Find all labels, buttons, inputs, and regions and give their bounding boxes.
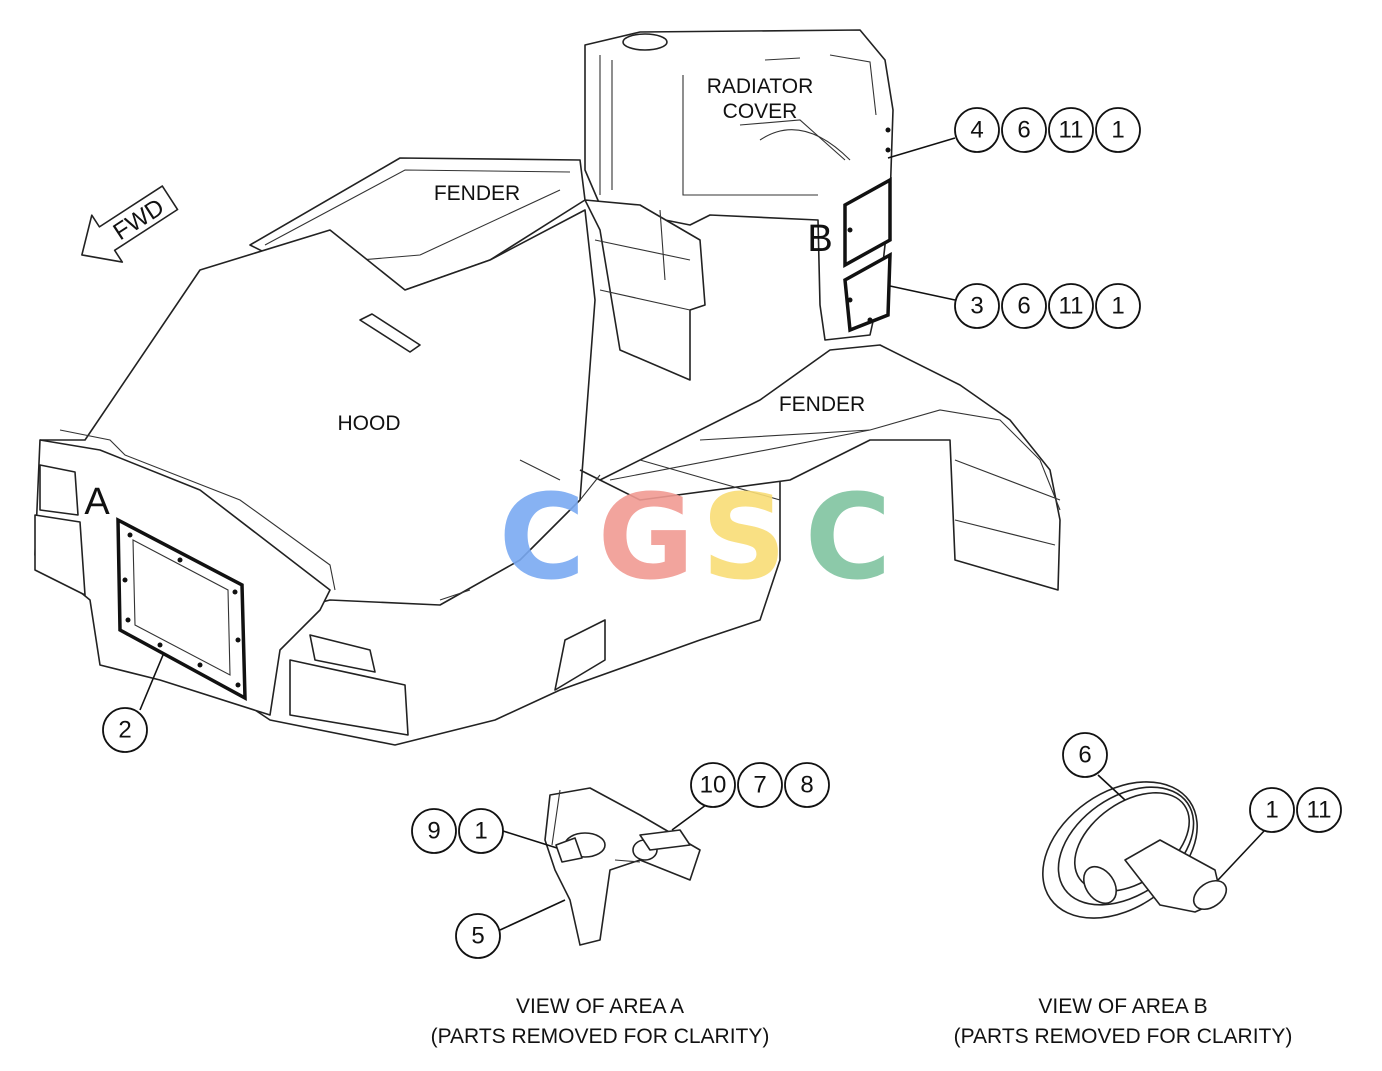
callout-number: 1 <box>474 818 487 845</box>
callout-group-lower-panel: 3 6 11 1 <box>954 283 1141 329</box>
callout-number: 9 <box>427 818 440 845</box>
view-b-caption-2: (PARTS REMOVED FOR CLARITY) <box>954 1025 1293 1048</box>
area-a-marker: A <box>84 481 110 523</box>
callout-group-area-b-fastener: 1 11 <box>1249 787 1342 833</box>
leader-area-a-bracket <box>499 899 566 931</box>
leader-area-b-seal <box>1097 774 1126 801</box>
watermark-letter-4: C <box>805 468 892 606</box>
callout-number: 10 <box>700 772 727 799</box>
watermark: C G S C <box>499 468 892 606</box>
area-b-detail <box>1042 774 1266 919</box>
callout-number: 11 <box>1059 117 1084 144</box>
hood-label: HOOD <box>338 412 401 435</box>
watermark-letter-2: G <box>598 468 695 606</box>
callout-circle <box>1048 107 1094 153</box>
callout-number: 3 <box>970 293 983 320</box>
callout-group-upper-panel: 4 6 11 1 <box>954 107 1141 153</box>
radiator-side-panels <box>843 127 892 333</box>
fender-right-label: FENDER <box>779 393 865 416</box>
watermark-letter-1: C <box>499 468 586 606</box>
callout-number: 11 <box>1307 797 1332 824</box>
leader-area-b-fastener <box>1217 829 1266 881</box>
callout-circle <box>1062 732 1108 778</box>
callout-circle <box>954 107 1000 153</box>
callout-group-hood-panel: 2 <box>102 707 148 753</box>
leader-lower-panel <box>889 285 956 301</box>
callout-group-area-a-bolt: 9 1 <box>411 808 504 854</box>
area-a-detail <box>499 787 711 946</box>
area-b-marker: B <box>807 218 832 260</box>
callout-number: 7 <box>753 772 766 799</box>
callout-circle <box>1095 283 1141 329</box>
callout-circle <box>458 808 504 854</box>
forward-arrow: FWD <box>81 185 179 263</box>
hood <box>34 209 781 746</box>
callout-circle <box>784 762 830 808</box>
callout-group-area-b-seal: 6 <box>1062 732 1108 778</box>
callout-circle <box>737 762 783 808</box>
callout-number: 6 <box>1017 117 1030 144</box>
callout-group-area-a-stud: 10 7 8 <box>690 762 830 808</box>
callout-circle <box>455 913 501 959</box>
callout-circle <box>411 808 457 854</box>
callout-circle <box>102 707 148 753</box>
callout-circle <box>1048 283 1094 329</box>
view-b-caption-1: VIEW OF AREA B <box>1038 995 1207 1018</box>
callout-number: 1 <box>1111 293 1124 320</box>
callout-circle <box>690 762 736 808</box>
radiator-cover-label-2: COVER <box>723 100 798 123</box>
callout-circle <box>1249 787 1295 833</box>
callout-number: 5 <box>471 923 484 950</box>
fender-rear-label: FENDER <box>434 182 520 205</box>
leader-upper-panel <box>887 137 956 159</box>
callout-number: 8 <box>800 772 813 799</box>
view-a-caption-2: (PARTS REMOVED FOR CLARITY) <box>431 1025 770 1048</box>
callout-group-area-a-bracket: 5 <box>455 913 501 959</box>
callout-circle <box>1001 107 1047 153</box>
callout-number: 1 <box>1265 797 1278 824</box>
callout-circle <box>1001 283 1047 329</box>
hood-access-panel <box>116 517 247 701</box>
fender-right <box>599 344 1061 591</box>
callout-number: 11 <box>1059 293 1084 320</box>
view-a-caption-1: VIEW OF AREA A <box>516 995 684 1018</box>
leader-area-a-bolt <box>502 830 558 849</box>
callout-number: 1 <box>1111 117 1124 144</box>
leader-area-a-stud <box>671 801 711 831</box>
callout-number: 6 <box>1078 742 1091 769</box>
radiator-cover-label-1: RADIATOR <box>707 75 814 98</box>
callout-number: 2 <box>118 717 131 744</box>
watermark-letter-3: S <box>702 468 787 606</box>
callout-circle <box>954 283 1000 329</box>
callout-circle <box>1095 107 1141 153</box>
callout-number: 4 <box>970 117 983 144</box>
leader-hood-panel <box>139 654 164 711</box>
callout-circle <box>1296 787 1342 833</box>
callout-number: 6 <box>1017 293 1030 320</box>
